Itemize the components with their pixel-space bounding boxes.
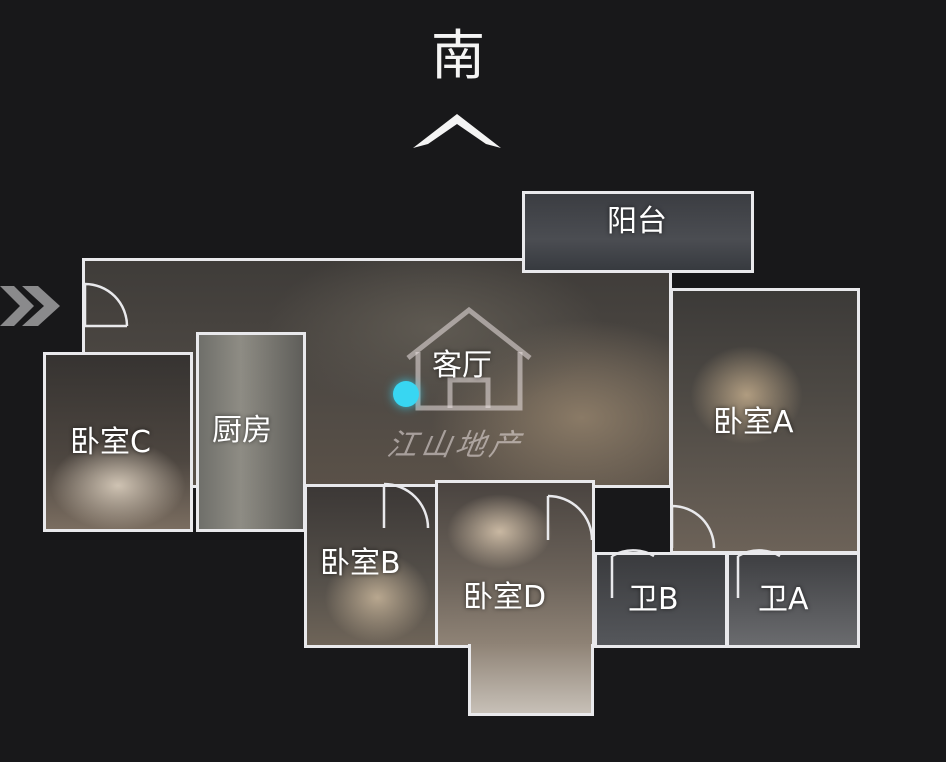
kitchen-photo — [199, 335, 303, 529]
current-location-marker[interactable] — [393, 381, 419, 407]
bedroom-c-photo — [46, 355, 190, 529]
label-balcony: 阳台 — [607, 204, 667, 239]
double-chevron-right-icon[interactable] — [0, 286, 60, 326]
room-kitchen[interactable] — [196, 332, 306, 532]
room-bedroom-c[interactable] — [43, 352, 193, 532]
bedroom-d-photo — [438, 483, 592, 645]
room-bedroom-d[interactable] — [435, 480, 595, 648]
room-balcony[interactable] — [522, 191, 754, 273]
balcony-photo — [525, 194, 751, 270]
bedroom-d-alcove-photo — [471, 644, 591, 713]
label-kitchen: 厨房 — [212, 413, 272, 448]
label-bathroom-b: 卫B — [628, 582, 679, 617]
label-bedroom-b: 卧室B — [320, 546, 401, 581]
label-living-room: 客厅 — [432, 348, 492, 383]
label-bathroom-a: 卫A — [758, 582, 809, 617]
compass-direction-label: 南 — [431, 24, 485, 87]
watermark-text: 江山地产 — [384, 428, 527, 463]
room-bedroom-d-alcove — [468, 644, 594, 716]
label-bedroom-c: 卧室C — [70, 425, 151, 460]
chevron-up-icon[interactable] — [413, 114, 501, 148]
label-bedroom-a: 卧室A — [713, 405, 794, 440]
label-bedroom-d: 卧室D — [463, 580, 547, 615]
